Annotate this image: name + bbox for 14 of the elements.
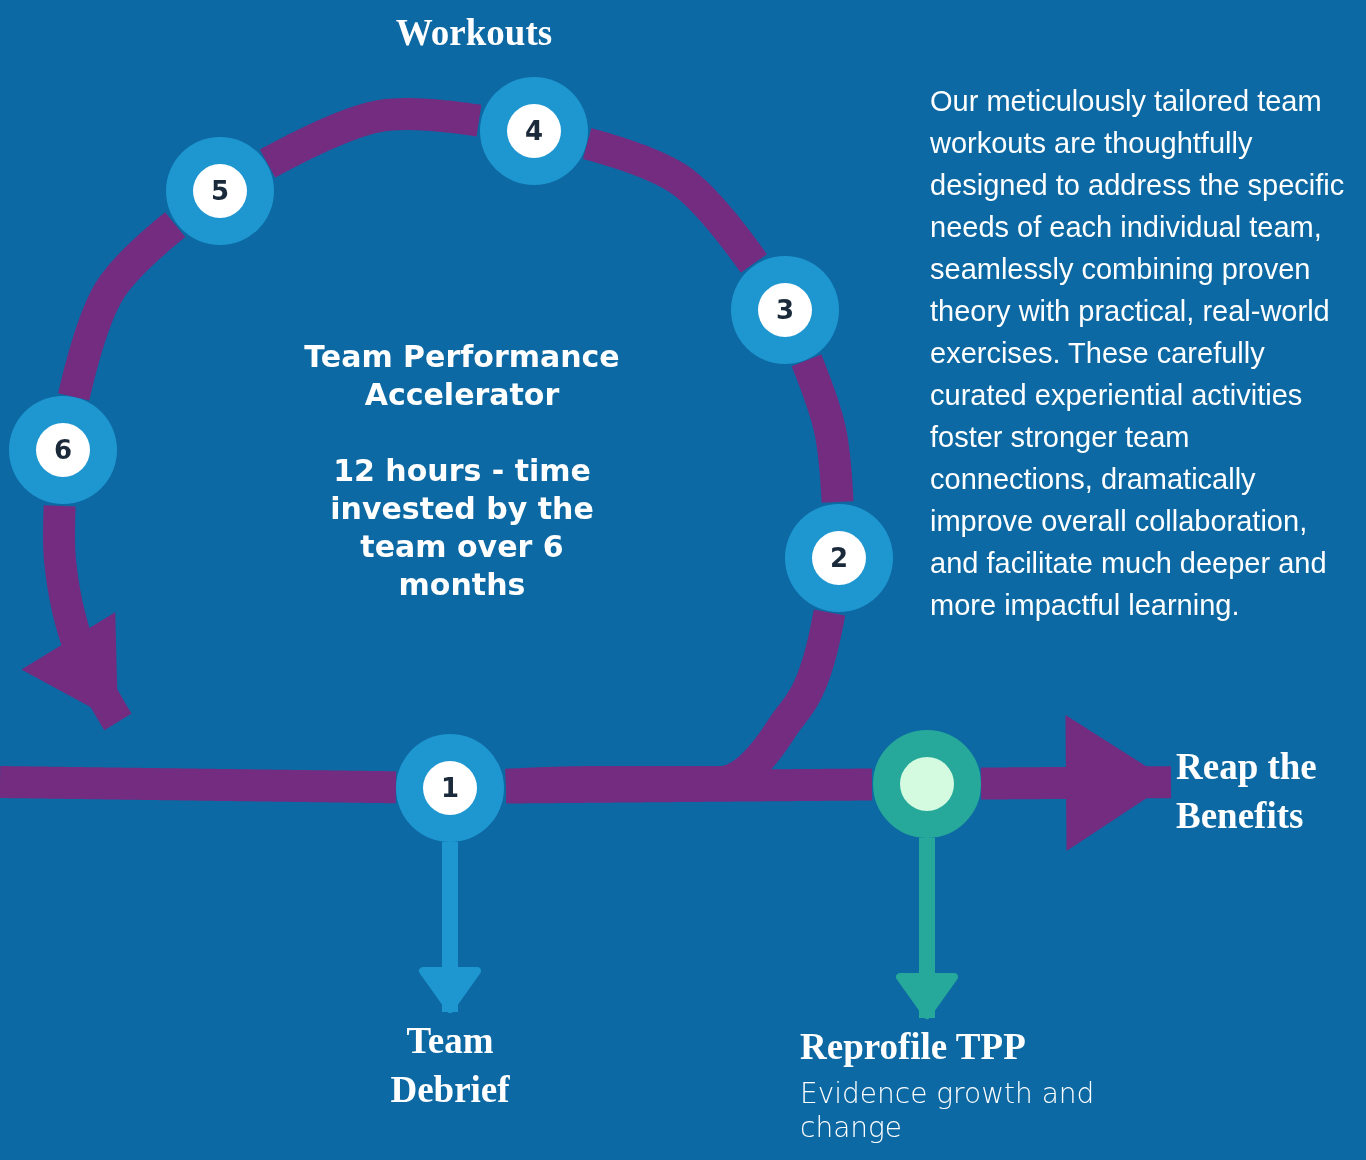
step-heading: Team Debrief: [389, 1019, 511, 1112]
step-number: 4: [507, 104, 561, 158]
step-number: 5: [193, 164, 247, 218]
step-number: 1: [423, 761, 477, 815]
step-heading: Reap the Benefits: [1176, 745, 1318, 838]
description-paragraph: Our meticulously tailored team workouts are thoughtfully designed to address the specific needs of each individual team, seamlessly combining proven theory with practical, real-world exercises. These carefully curated experiential activities foster stronger team connections, dramatically improve overall collaboration, and facilitate much deeper and more impactful learning.: [930, 84, 1346, 623]
step-description: Evidence growth and change: [800, 1077, 1096, 1145]
step-heading: Reprofile TPP: [800, 1025, 1027, 1069]
step-number: 2: [812, 531, 866, 585]
step-number: 3: [758, 283, 812, 337]
stage-title: Workouts: [394, 11, 554, 55]
step-number: 6: [36, 423, 90, 477]
program-duration: 12 hours - time invested by the team over 6 months: [329, 452, 595, 604]
program-title: Team Performance Accelerator: [303, 338, 621, 414]
